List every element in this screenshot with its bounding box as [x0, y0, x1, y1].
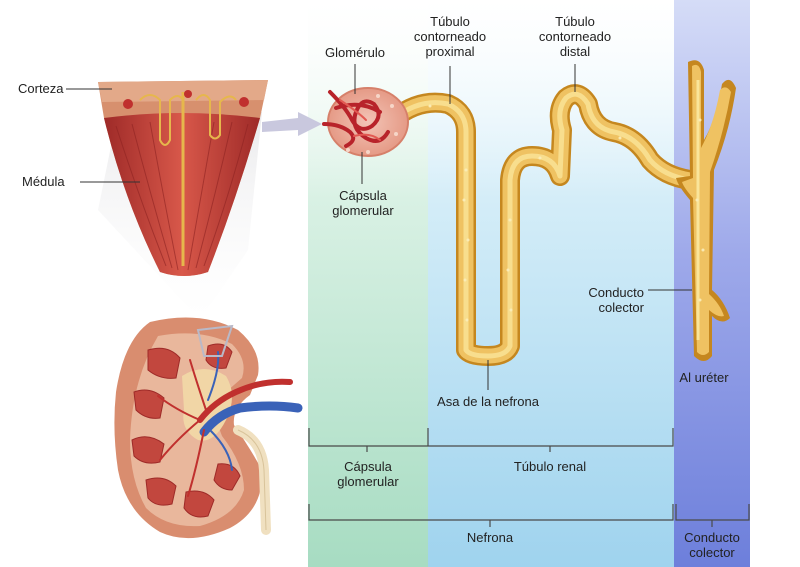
region-nefrona: Nefrona	[466, 530, 514, 545]
label-tubulo-proximal-line3: proximal	[425, 44, 475, 59]
label-asa-nefrona: Asa de la nefrona	[437, 394, 539, 409]
region-tubulo-renal: Túbulo renal	[513, 459, 587, 474]
region-conducto-colector: Conducto colector	[672, 530, 752, 560]
nephron-tubule	[385, 84, 700, 366]
label-glomerulo: Glomérulo	[325, 45, 385, 60]
kidney	[114, 317, 303, 539]
brackets	[308, 428, 750, 527]
label-tubulo-proximal: Túbulo contorneado proximal	[400, 14, 500, 59]
label-tubulo-proximal-line1: Túbulo	[430, 14, 470, 29]
label-tubulo-distal: Túbulo contorneado distal	[525, 14, 625, 59]
label-tubulo-proximal-line2: contorneado	[413, 29, 487, 44]
collecting-duct-shape	[676, 60, 736, 361]
label-tubulo-distal-line3: distal	[559, 44, 591, 59]
region-capsula-line1: Cápsula	[344, 459, 392, 474]
label-capsula-glomerular: Cápsula glomerular	[318, 188, 408, 218]
label-capsula-line1: Cápsula	[339, 188, 387, 203]
label-al-ureter: Al uréter	[679, 370, 729, 385]
region-conducto-line2: colector	[689, 545, 735, 560]
label-conducto-colector: Conducto colector	[560, 285, 644, 315]
region-capsula-line2: glomerular	[337, 474, 399, 489]
label-corteza: Corteza	[18, 81, 64, 96]
region-conducto-line1: Conducto	[684, 530, 740, 545]
label-conducto-line1: Conducto	[588, 285, 644, 300]
label-medula: Médula	[22, 174, 65, 189]
region-capsula-glomerular: Cápsula glomerular	[318, 459, 418, 489]
label-tubulo-distal-line1: Túbulo	[555, 14, 595, 29]
label-conducto-line2: colector	[598, 300, 644, 315]
glomerulus-shape	[322, 87, 409, 157]
label-capsula-line2: glomerular	[332, 203, 394, 218]
label-tubulo-distal-line2: contorneado	[538, 29, 612, 44]
